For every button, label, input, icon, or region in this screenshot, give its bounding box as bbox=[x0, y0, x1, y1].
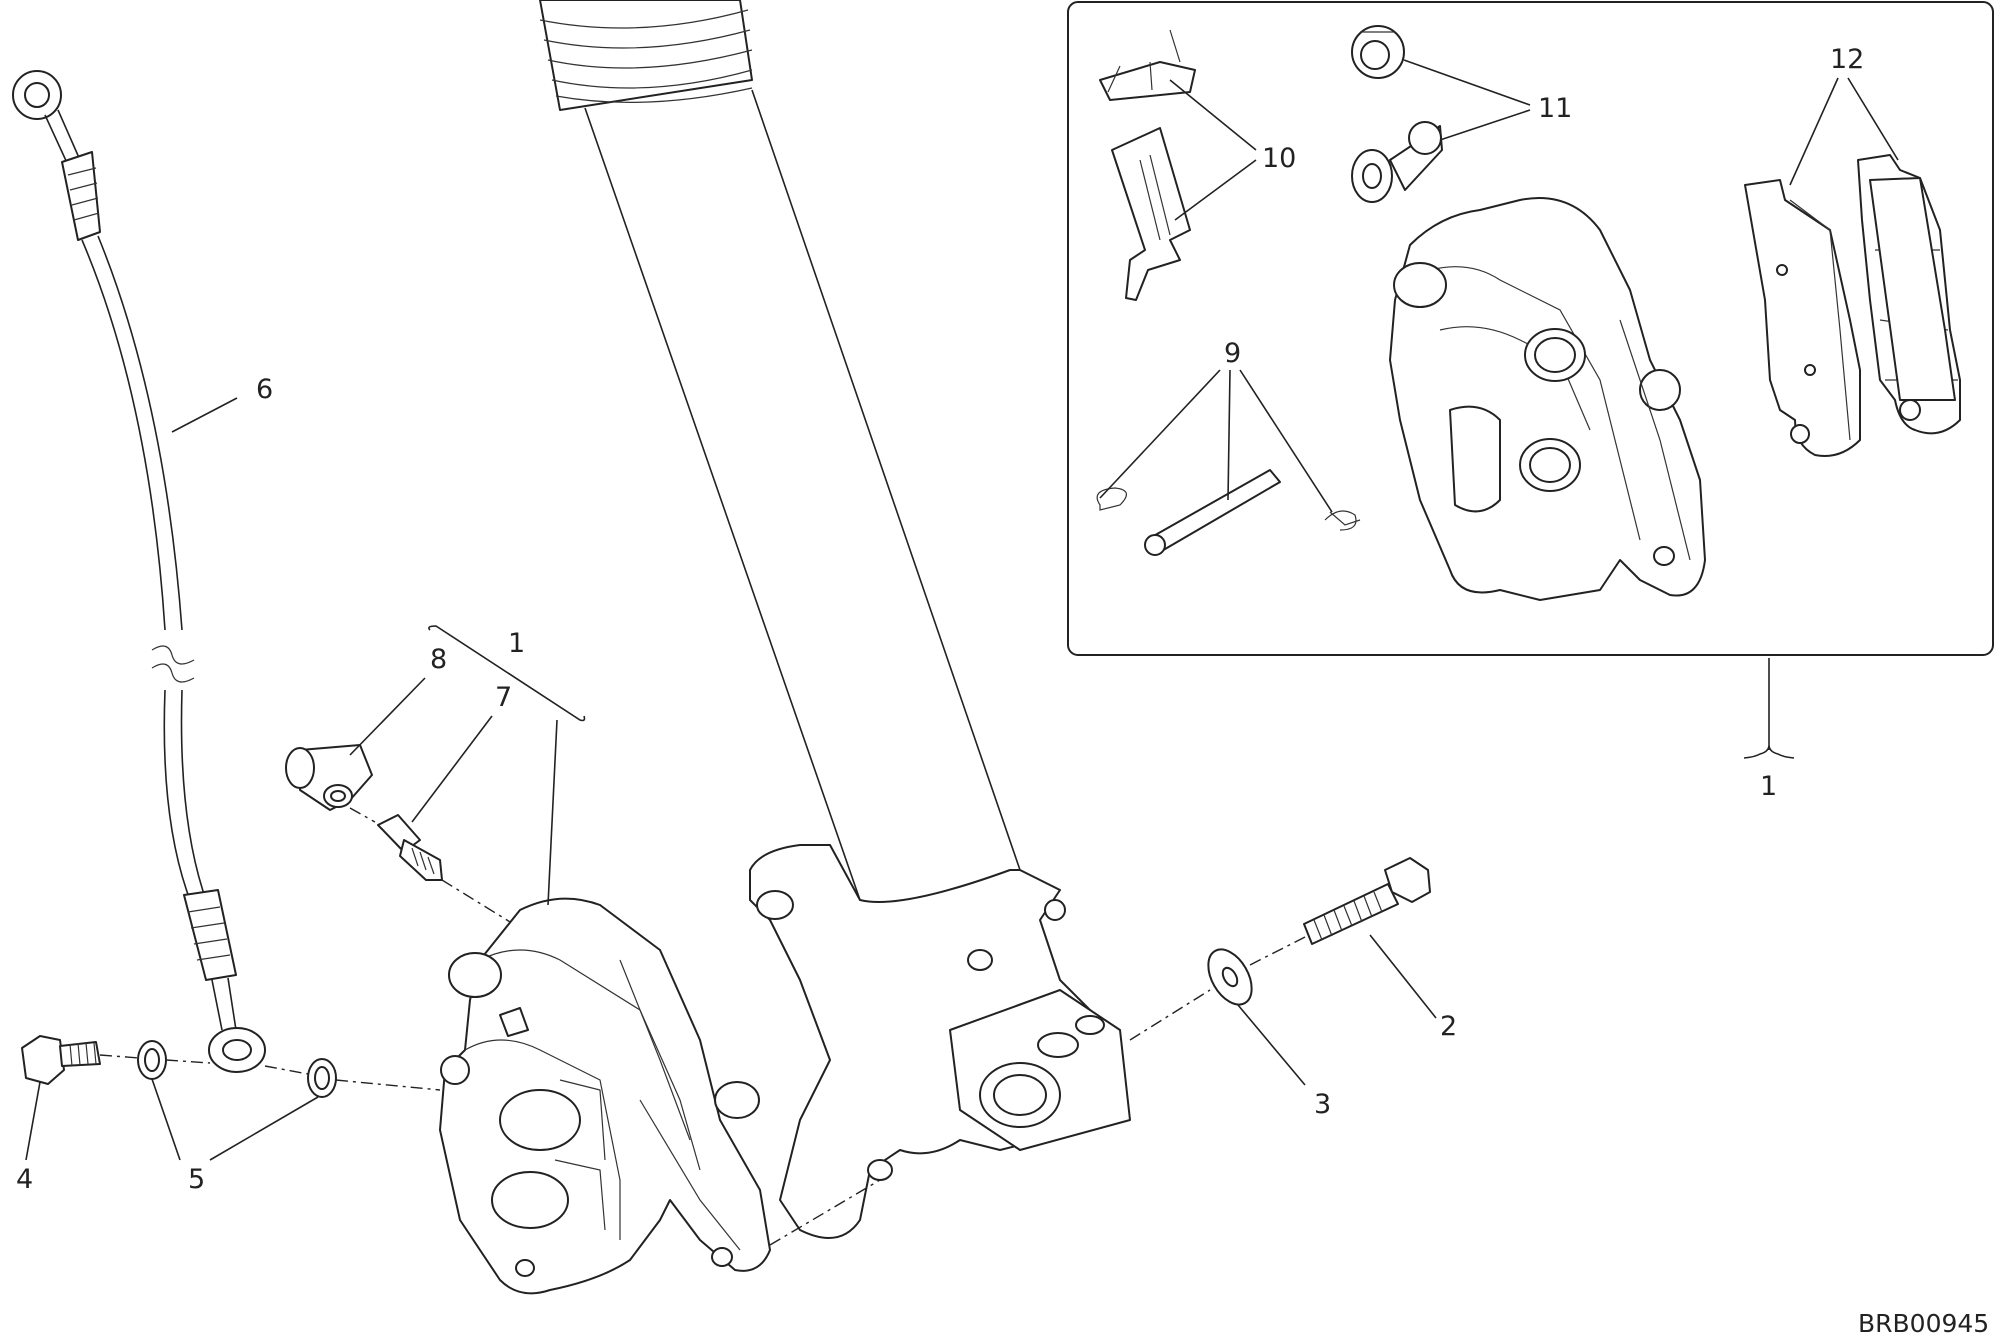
brake-hose bbox=[12, 70, 266, 1073]
brake-caliper-main bbox=[439, 897, 771, 1295]
callout-11: 11 bbox=[1538, 93, 1572, 124]
callout-6: 6 bbox=[256, 374, 273, 405]
detail-inset-frame bbox=[1067, 1, 1994, 656]
bleed-valve-cap bbox=[285, 744, 373, 811]
callout-3: 3 bbox=[1314, 1089, 1331, 1120]
callout-1-inset: 1 bbox=[1760, 771, 1777, 802]
callout-1: 1 bbox=[508, 628, 525, 659]
brake-pad-left bbox=[1744, 179, 1861, 457]
bleed-valve bbox=[377, 814, 443, 881]
caliper-slide-bolt bbox=[1351, 121, 1443, 203]
callout-10: 10 bbox=[1262, 143, 1296, 174]
callout-12: 12 bbox=[1830, 44, 1864, 75]
callout-7: 7 bbox=[495, 682, 512, 713]
caliper-body-inset bbox=[1389, 197, 1706, 601]
fork-leg bbox=[539, 0, 1131, 1239]
callout-8: 8 bbox=[430, 644, 447, 675]
caliper-bushing bbox=[1351, 25, 1405, 79]
pad-spring bbox=[1099, 29, 1196, 301]
drawing-code: BRB00945 bbox=[1858, 1309, 1989, 1338]
callout-2: 2 bbox=[1440, 1011, 1457, 1042]
leader-lines bbox=[25, 59, 1899, 1161]
pad-retaining-pin bbox=[1096, 469, 1361, 556]
caliper-mounting-bolt bbox=[1303, 857, 1431, 945]
callout-4: 4 bbox=[16, 1164, 33, 1195]
callout-5: 5 bbox=[188, 1164, 205, 1195]
flat-washer bbox=[1207, 948, 1253, 1006]
callout-labels: 1 1 2 3 4 5 6 7 8 9 10 11 12 bbox=[16, 44, 1864, 1195]
banjo-bolt bbox=[21, 1035, 101, 1085]
callout-9: 9 bbox=[1224, 338, 1241, 369]
brake-pad-right bbox=[1857, 154, 1961, 435]
